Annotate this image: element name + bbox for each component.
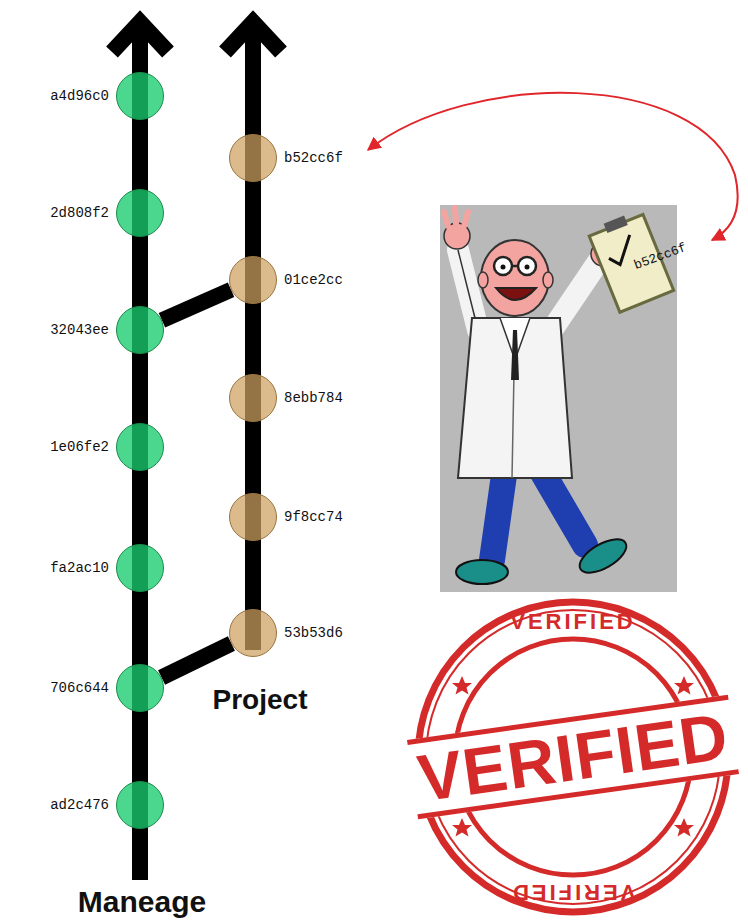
commit-hash: 01ce2cc: [284, 272, 343, 289]
stamp-ring-text: VERIFIED: [510, 880, 635, 904]
commit-hash: a4d96c0: [50, 88, 109, 105]
commit-link: [132, 120, 148, 189]
commit-hash: 9f8cc74: [284, 509, 343, 526]
project-commit: 9f8cc74: [229, 493, 277, 541]
project-commit: b52cc6f: [229, 134, 277, 182]
maneage-commit: 2d808f2: [116, 189, 164, 237]
commit-hash: b52cc6f: [284, 150, 343, 167]
stamp-ring-text: VERIFIED: [510, 610, 635, 634]
maneage-commit: 32043ee: [116, 306, 164, 354]
commit-hash: 32043ee: [50, 322, 109, 339]
commit-link: [245, 541, 261, 609]
commit-link: [162, 290, 231, 321]
commit-hash: 706c644: [50, 680, 109, 697]
commit-link: [245, 304, 261, 374]
project-commit: 8ebb784: [229, 374, 277, 422]
commit-link: [132, 712, 148, 781]
commit-hash: fa2ac10: [50, 560, 109, 577]
clipboard-hash: b52cc6f: [632, 240, 688, 273]
commit-hash: 1e06fe2: [50, 439, 109, 456]
commit-link: [132, 237, 148, 306]
commit-hash: 2d808f2: [50, 205, 109, 222]
commit-link: [162, 644, 232, 678]
maneage-commit: a4d96c0: [116, 72, 164, 120]
leader-arrow: [368, 93, 738, 240]
commit-link: [245, 182, 261, 256]
project-commit: 53b53d6: [229, 609, 277, 657]
maneage-commit: ad2c476: [116, 781, 164, 829]
branch-title: Maneage: [78, 885, 206, 919]
commit-hash: 8ebb784: [284, 390, 343, 407]
branch-title: Project: [213, 684, 308, 716]
commit-link: [245, 422, 261, 493]
commit-link: [132, 592, 148, 664]
branch-trunks: [112, 22, 281, 880]
commit-link: [132, 354, 148, 423]
maneage-commit: fa2ac10: [116, 544, 164, 592]
stamp-word: VERIFIED: [407, 695, 739, 819]
commit-hash: 53b53d6: [284, 625, 343, 642]
commit-hash: ad2c476: [50, 797, 109, 814]
project-commit: 01ce2cc: [229, 256, 277, 304]
maneage-commit: 1e06fe2: [116, 423, 164, 471]
maneage-commit: 706c644: [116, 664, 164, 712]
commit-link: [132, 471, 148, 544]
